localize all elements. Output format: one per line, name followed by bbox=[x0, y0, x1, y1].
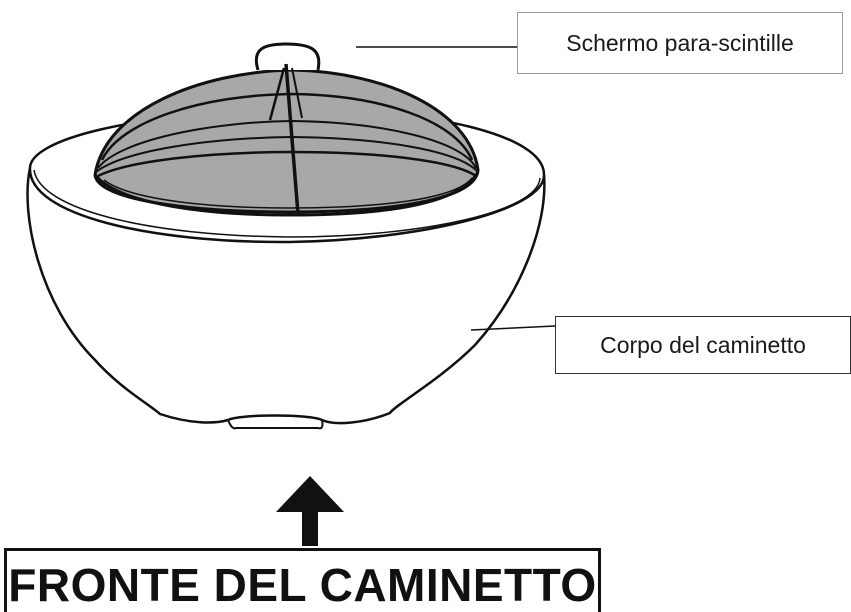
fire-pit-body-label: Corpo del caminetto bbox=[555, 316, 851, 374]
front-arrow-icon bbox=[276, 476, 344, 546]
fire-pit-body-leader bbox=[470, 325, 556, 331]
spark-screen bbox=[93, 42, 480, 217]
dome-handle bbox=[254, 42, 321, 71]
spark-screen-label: Schermo para-scintille bbox=[517, 12, 843, 74]
front-label: FRONTE DEL CAMINETTO bbox=[4, 548, 601, 612]
